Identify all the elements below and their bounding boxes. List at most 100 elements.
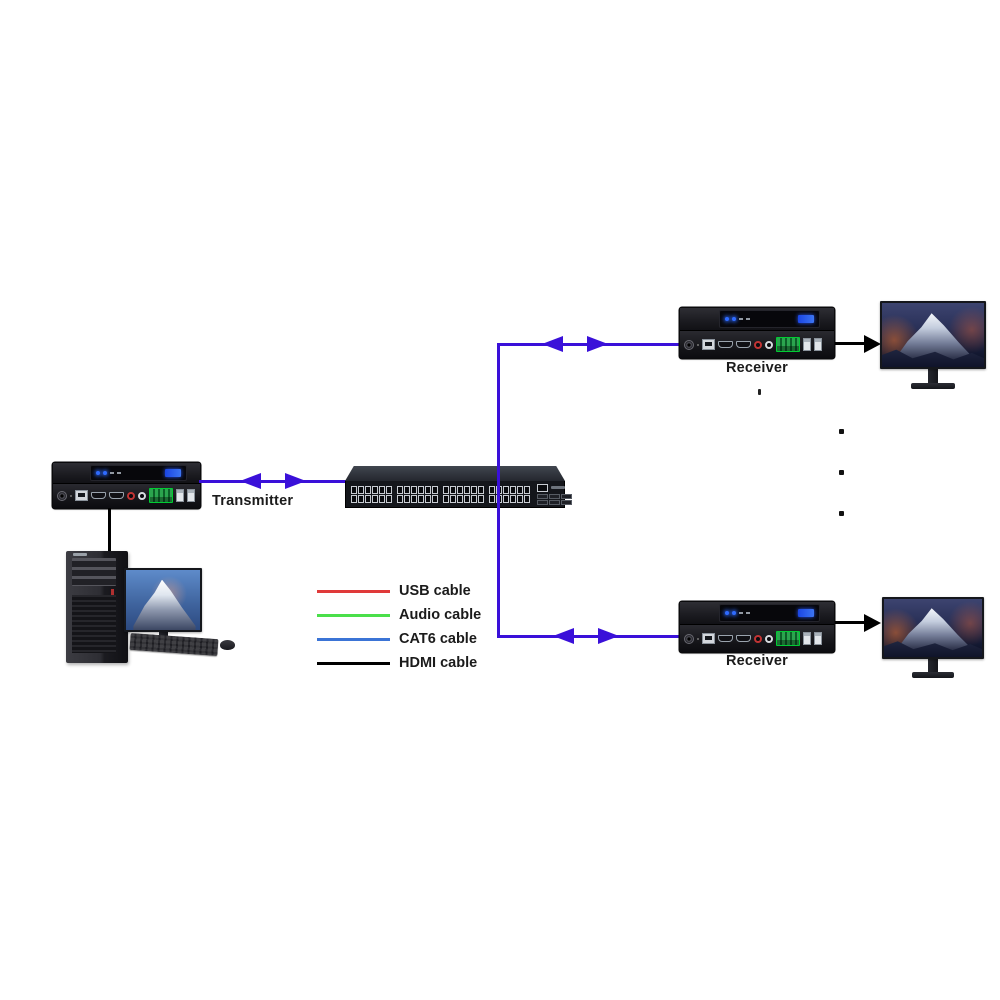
display-monitor-bottom [882, 597, 984, 678]
management-port [537, 483, 548, 492]
arrow-left-icon [553, 628, 574, 644]
rj45-port [503, 485, 509, 494]
hdmi-port [91, 492, 106, 500]
audio-jack-black [765, 634, 773, 643]
rj45-port [443, 494, 449, 503]
cat6-cable-transmitter-to-switch [199, 480, 349, 483]
rj45-port [386, 485, 392, 494]
rj45-port [379, 485, 385, 494]
monitor-screen [880, 301, 986, 369]
reset-pinhole [697, 637, 699, 640]
transmitter-device [53, 463, 200, 508]
status-led [95, 470, 100, 475]
rj45-port [372, 494, 378, 503]
device-display [89, 465, 187, 481]
rj45-port [503, 494, 509, 503]
ellipsis-dot [839, 470, 844, 475]
rj45-port [397, 494, 403, 503]
hdmi-cable-swatch [317, 661, 390, 665]
usb-port [187, 489, 195, 503]
receiver-port-row [680, 625, 834, 652]
rj45-port [517, 494, 523, 503]
sfp-slot [549, 493, 560, 499]
rj45-port [418, 485, 424, 494]
display-tick [109, 471, 114, 474]
sfp-slot [561, 493, 572, 499]
arrow-right-icon [598, 628, 619, 644]
monitor-neck [928, 659, 938, 672]
rj45-port [471, 494, 477, 503]
lan-port [702, 633, 715, 644]
receiver-port-row [680, 331, 834, 358]
switch-brand-mark [551, 486, 565, 489]
ellipsis-dot [839, 511, 844, 516]
rj45-port [457, 485, 463, 494]
switch-top-panel [345, 466, 565, 481]
receiver-top-label: Receiver [725, 360, 789, 376]
rj45-port [379, 494, 385, 503]
reset-pinhole [697, 343, 699, 346]
ellipsis-dot [839, 429, 844, 434]
sfp-slot [549, 499, 560, 505]
display-tick [745, 318, 750, 320]
switch-front-panel [345, 481, 572, 508]
phoenix-terminal [776, 337, 800, 352]
monitor-base [912, 672, 954, 678]
pc-grille [72, 595, 116, 653]
lan-port [75, 490, 88, 502]
phoenix-terminal [149, 488, 173, 504]
hdmi-port [736, 341, 751, 348]
rj45-port-group [351, 485, 392, 503]
rj45-port [510, 494, 516, 503]
bidirectional-arrow-icon [542, 336, 608, 353]
pc-monitor-screen [124, 568, 202, 632]
transmitter-display-panel [53, 463, 200, 484]
ellipsis-dot [758, 389, 761, 395]
receiver-top-device [680, 308, 834, 358]
pc-drive-bays [72, 558, 116, 586]
rj45-port [443, 485, 449, 494]
rj45-port [351, 494, 357, 503]
pc-tower [66, 551, 128, 663]
audio-jack-black [765, 340, 773, 349]
legend-row-cat6: CAT6 cable [317, 631, 481, 647]
sfp-slot [561, 499, 572, 505]
hdmi-cable-transmitter-to-pc [108, 508, 111, 552]
rj45-port-group [397, 485, 438, 503]
rj45-port [489, 494, 495, 503]
status-led [724, 611, 729, 615]
usb-port [814, 632, 822, 645]
rj45-port [478, 494, 484, 503]
legend-row-hdmi: HDMI cable [317, 655, 481, 671]
rj45-port [464, 494, 470, 503]
arrow-head-icon [864, 334, 881, 353]
status-led [731, 317, 736, 321]
dc-power-port [684, 339, 694, 350]
rj45-port [517, 485, 523, 494]
arrow-left-icon [542, 336, 563, 352]
bidirectional-arrow-icon [553, 628, 619, 645]
rj45-port-group [489, 485, 530, 503]
rj45-port [365, 485, 371, 494]
legend-label: CAT6 cable [399, 631, 477, 647]
hdmi-port [718, 635, 733, 642]
rj45-port [418, 494, 424, 503]
rj45-port [464, 485, 470, 494]
hdmi-arrow-receiver-top-to-monitor [835, 334, 881, 353]
cat6-cable-switch-to-receiver-bottom [500, 635, 682, 638]
display-tick [738, 318, 743, 320]
arrow-right-icon [587, 336, 608, 352]
hdmi-port [718, 341, 733, 348]
lan-port [702, 339, 715, 350]
rj45-port [478, 485, 484, 494]
usb-cable-swatch [317, 589, 390, 593]
rj45-port [524, 485, 530, 494]
display-logo [164, 468, 181, 477]
reset-pinhole [70, 494, 72, 497]
cat6-cable-swatch [317, 637, 390, 641]
rj45-port [411, 485, 417, 494]
rj45-port [425, 485, 431, 494]
transmitter-label: Transmitter [212, 493, 294, 509]
rj45-port [489, 485, 495, 494]
